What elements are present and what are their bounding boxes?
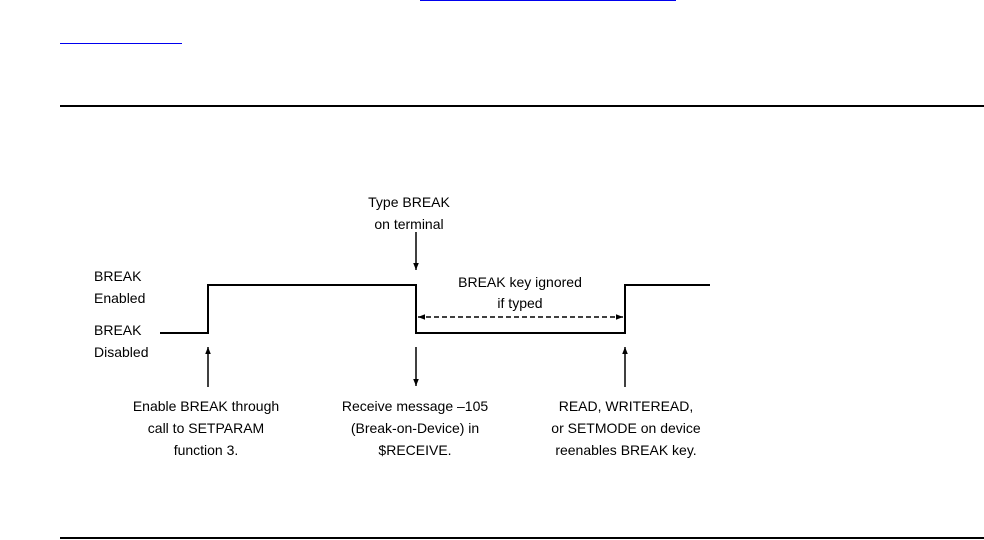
left-link[interactable] [60, 43, 182, 44]
top-event-line-1: Type BREAK [368, 194, 450, 210]
event-2-line-2: (Break-on-Device) in [351, 420, 479, 436]
label-break-disabled-1: BREAK [94, 322, 142, 338]
label-break-enabled-2: Enabled [94, 290, 145, 306]
top-event-line-2: on terminal [374, 216, 443, 232]
label-break-enabled-1: BREAK [94, 268, 142, 284]
event-1-line-2: call to SETPARAM [148, 420, 264, 436]
signal-waveform [160, 284, 710, 334]
event-3-line-3: reenables BREAK key. [555, 442, 696, 458]
event-3-line-1: READ, WRITEREAD, [559, 398, 694, 414]
top-divider [60, 105, 984, 107]
event-3-line-2: or SETMODE on device [551, 420, 701, 436]
event-1-line-3: function 3. [174, 442, 239, 458]
event-2-line-1: Receive message –105 [342, 398, 489, 414]
event-2-line-3: $RECEIVE. [378, 442, 451, 458]
label-break-disabled-2: Disabled [94, 344, 148, 360]
event-1-line-1: Enable BREAK through [133, 398, 279, 414]
ignored-label-line-2: if typed [497, 295, 542, 311]
bottom-divider [60, 537, 984, 539]
top-link[interactable] [420, 0, 676, 1]
ignored-label-line-1: BREAK key ignored [458, 274, 582, 290]
